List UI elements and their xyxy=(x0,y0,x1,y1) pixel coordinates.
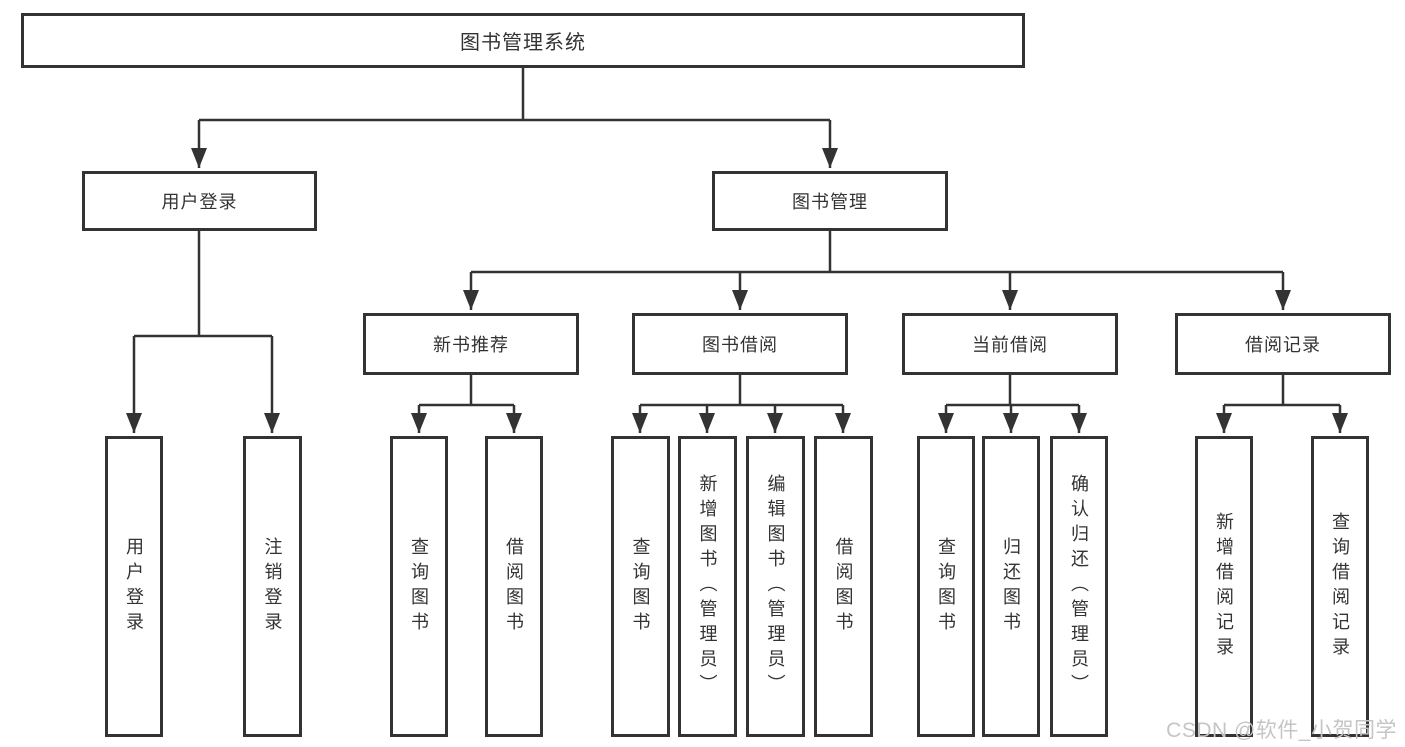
leaf-return-books: 归还图书 xyxy=(982,436,1040,737)
node-library-system: 图书管理系统 xyxy=(21,13,1025,68)
leaf-query-books-borrowing: 查询图书 xyxy=(611,436,670,737)
node-book-management: 图书管理 xyxy=(712,171,948,231)
node-user-login-label: 用户登录 xyxy=(161,192,238,212)
leaf-add-borrow-record: 新增借阅记录 xyxy=(1195,436,1253,737)
leaf-edit-books-admin-label: 编辑图书（管理员） xyxy=(765,474,786,699)
leaf-add-borrow-record-label: 新增借阅记录 xyxy=(1214,511,1234,662)
leaf-borrow-books: 借阅图书 xyxy=(814,436,873,737)
leaf-query-books-recommend-label: 查询图书 xyxy=(409,536,429,637)
watermark: CSDN @软件_小贺同学 xyxy=(1166,719,1397,742)
node-book-borrowing-label: 图书借阅 xyxy=(702,335,778,355)
connector-current-group xyxy=(946,375,1079,407)
leaf-borrow-books-recommend-label: 借阅图书 xyxy=(504,536,524,637)
node-user-login: 用户登录 xyxy=(82,171,317,231)
leaf-return-books-label: 归还图书 xyxy=(1001,536,1021,637)
leaf-edit-books-admin: 编辑图书（管理员） xyxy=(746,436,805,737)
connector-new-books-group xyxy=(419,375,514,407)
leaf-confirm-return-admin: 确认归还（管理员） xyxy=(1050,436,1108,737)
node-library-system-label: 图书管理系统 xyxy=(460,32,586,54)
connector-records-group xyxy=(1224,375,1340,407)
leaf-user-login-label: 用户登录 xyxy=(124,536,144,637)
leaf-logout: 注销登录 xyxy=(243,436,302,737)
connector-user-login-group xyxy=(134,231,272,338)
leaf-logout-label: 注销登录 xyxy=(262,536,283,637)
leaf-add-books-admin: 新增图书（管理员） xyxy=(678,436,737,737)
leaf-query-books-recommend: 查询图书 xyxy=(390,436,448,737)
leaf-query-books-current-label: 查询图书 xyxy=(936,536,956,637)
leaf-borrow-books-label: 借阅图书 xyxy=(833,536,854,637)
leaf-query-borrow-record-label: 查询借阅记录 xyxy=(1330,511,1350,662)
connector-borrowing-group xyxy=(640,375,843,407)
leaf-query-borrow-record: 查询借阅记录 xyxy=(1311,436,1369,737)
node-borrowing-records: 借阅记录 xyxy=(1175,313,1391,375)
leaf-query-books-borrowing-label: 查询图书 xyxy=(630,536,651,637)
connector-arrows xyxy=(126,120,1348,433)
leaf-confirm-return-admin-label: 确认归还（管理员） xyxy=(1069,474,1089,699)
connector-root-to-level2 xyxy=(199,68,830,122)
node-new-book-recommend-label: 新书推荐 xyxy=(433,335,509,355)
leaf-query-books-current: 查询图书 xyxy=(917,436,975,737)
leaf-user-login: 用户登录 xyxy=(105,436,163,737)
leaf-add-books-admin-label: 新增图书（管理员） xyxy=(697,474,718,699)
node-current-borrowing: 当前借阅 xyxy=(902,313,1118,375)
leaf-borrow-books-recommend: 借阅图书 xyxy=(485,436,543,737)
node-book-borrowing: 图书借阅 xyxy=(632,313,848,375)
node-current-borrowing-label: 当前借阅 xyxy=(972,335,1048,355)
node-book-management-label: 图书管理 xyxy=(792,192,868,212)
node-new-book-recommend: 新书推荐 xyxy=(363,313,579,375)
connector-book-mgmt-to-level3 xyxy=(471,231,1283,274)
node-borrowing-records-label: 借阅记录 xyxy=(1245,335,1321,355)
